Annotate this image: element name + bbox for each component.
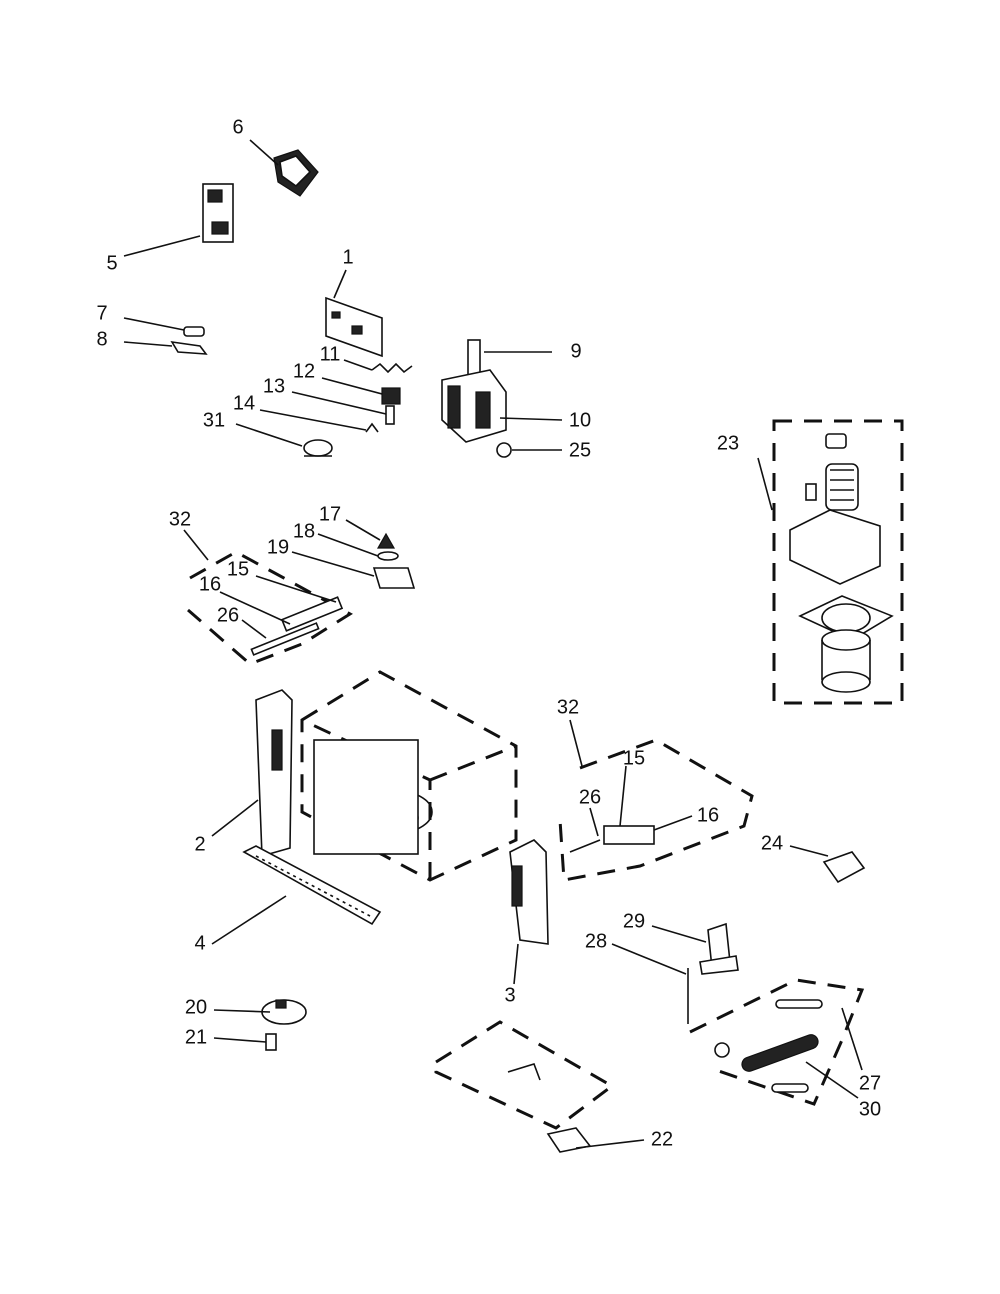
label-32-upper: 32 (169, 508, 191, 530)
callout-labels: 6 5 1 7 8 9 10 25 11 12 13 14 31 23 17 1… (96, 116, 881, 1150)
label-14: 14 (233, 392, 255, 414)
part-31-thermal-cutoff (303, 439, 333, 457)
label-9: 9 (570, 340, 581, 362)
label-16-right: 16 (697, 804, 719, 826)
part-8-fuse-holder (170, 340, 208, 355)
label-23: 23 (717, 432, 739, 454)
part-14-spring (365, 422, 379, 433)
label-27: 27 (859, 1072, 881, 1094)
part-22-latch (546, 1127, 592, 1153)
part-21-screw (265, 1033, 277, 1051)
label-12: 12 (293, 360, 315, 382)
label-2: 2 (194, 833, 205, 855)
leader-lines (123, 139, 863, 1149)
part-1-control-board (325, 296, 383, 358)
part-17-knob (376, 532, 396, 549)
label-1: 1 (342, 246, 353, 268)
label-6: 6 (232, 116, 243, 138)
label-13: 13 (263, 375, 285, 397)
label-8: 8 (96, 328, 107, 350)
label-17: 17 (319, 503, 341, 525)
label-31: 31 (203, 409, 225, 431)
label-29: 29 (623, 910, 645, 932)
part-3-side-panel (509, 839, 549, 945)
part-24-clip (822, 851, 866, 884)
part-7-fuse (183, 326, 205, 337)
part-9-stud (467, 339, 481, 377)
part-23-blower-assembly (772, 419, 904, 705)
label-3: 3 (504, 984, 515, 1006)
part-10-magnetron (441, 369, 507, 443)
label-19: 19 (267, 536, 289, 558)
part-32-right-assembly (558, 738, 754, 882)
label-24: 24 (761, 832, 783, 854)
label-16-upper: 16 (199, 573, 221, 595)
part-29-bracket (699, 922, 739, 975)
label-25: 25 (569, 439, 591, 461)
label-4: 4 (194, 932, 205, 954)
part-11-wire (371, 362, 413, 374)
part-12-switch (381, 387, 401, 405)
part-13-actuator (385, 405, 395, 425)
part-27-hinge-assembly (687, 968, 865, 1106)
part-19-bracket (372, 567, 416, 589)
label-32-right: 32 (557, 696, 579, 718)
bottom-tray (434, 1020, 615, 1130)
label-5: 5 (106, 252, 117, 274)
part-32-upper-assembly (187, 550, 353, 666)
part-4-vent-grille (242, 845, 382, 926)
label-30: 30 (859, 1098, 881, 1120)
part-20-motor (261, 999, 307, 1025)
part-6-cover (273, 149, 319, 197)
label-10: 10 (569, 409, 591, 431)
label-20: 20 (185, 996, 207, 1018)
label-22: 22 (651, 1128, 673, 1150)
part-2-side-panel (255, 689, 293, 858)
label-18: 18 (293, 520, 315, 542)
part-18-washer (377, 551, 399, 561)
label-15-right: 15 (623, 747, 645, 769)
label-7: 7 (96, 302, 107, 324)
part-30-hinge-rod (741, 1034, 819, 1072)
oven-cavity (300, 670, 518, 882)
part-5-relay-board (202, 183, 234, 243)
label-15-upper: 15 (227, 558, 249, 580)
label-21: 21 (185, 1026, 207, 1048)
part-25-screw (496, 442, 512, 458)
label-26-right: 26 (579, 786, 601, 808)
label-11: 11 (320, 343, 341, 365)
label-26-upper: 26 (217, 604, 239, 626)
label-28: 28 (585, 930, 607, 952)
